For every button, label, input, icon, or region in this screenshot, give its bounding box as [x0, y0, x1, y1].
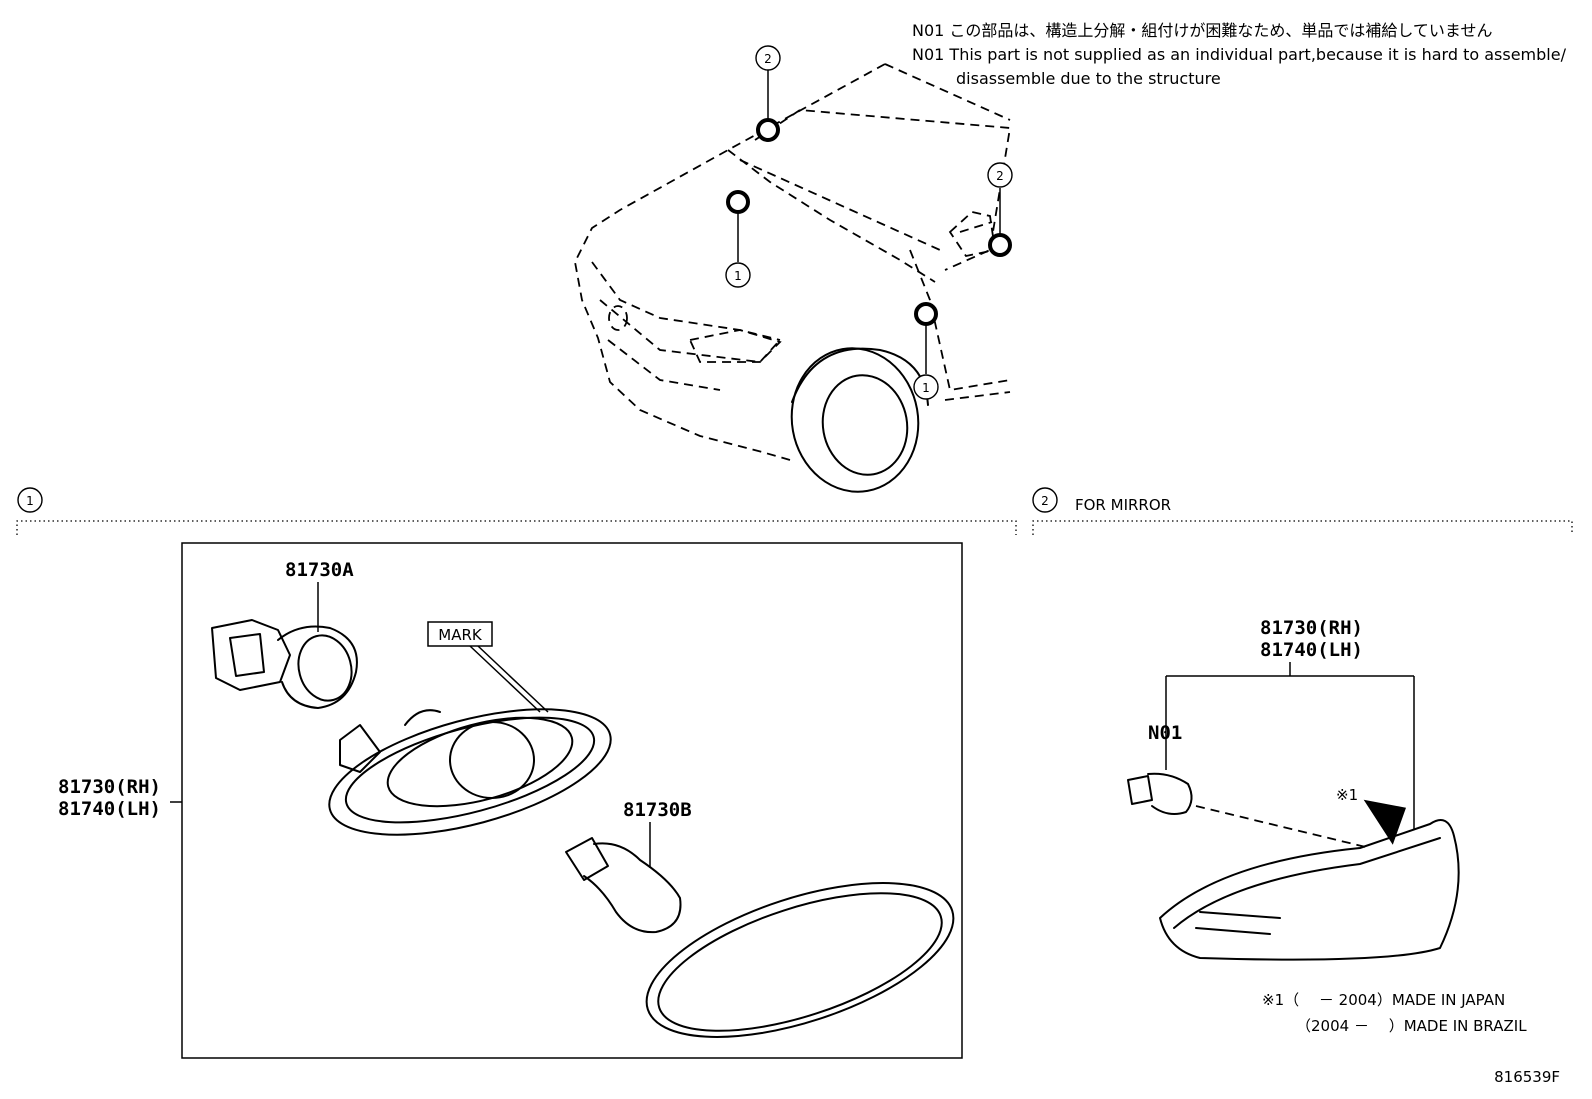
figure-id: 816539F: [1494, 1068, 1560, 1086]
badge-2-right: 2: [987, 162, 1013, 188]
section2-title: FOR MIRROR: [1075, 496, 1171, 514]
section1-frame: [181, 542, 963, 1059]
mirror-turn-lamp-drawing: [1159, 819, 1460, 961]
made-in-japan-note: ※1（ － 2004）MADE IN JAPAN: [1262, 991, 1505, 1009]
mark-label-box: [427, 621, 493, 647]
socket-drawing: [211, 619, 358, 709]
socket-part-label: 81730A: [285, 559, 354, 581]
bulb-part-label: 81730B: [623, 799, 692, 821]
badge-1-left: 1: [725, 262, 751, 288]
note-n01-english-line2: disassemble due to the structure: [956, 69, 1221, 88]
made-in-brazil-note: （2004 － ）MADE IN BRAZIL: [1296, 1017, 1527, 1035]
svg-text:1: 1: [922, 381, 930, 395]
section2-assy-lh-label: 81740(LH): [1260, 639, 1363, 661]
mirror-bulb-drawing: [1127, 772, 1193, 815]
section2-index: 2: [1032, 487, 1058, 513]
ref-arrow-icon: [1363, 799, 1407, 845]
section1-assy-rh-label: 81730(RH): [58, 776, 161, 798]
section1-assy-lh-label: 81740(LH): [58, 798, 161, 820]
callout-marker-side-right: [914, 302, 938, 326]
badge-1-right: 1: [913, 374, 939, 400]
note-n01-english-line1: N01 This part is not supplied as an indi…: [912, 45, 1567, 64]
bulb-drawing: [565, 837, 682, 934]
mark-label: MARK: [438, 626, 483, 644]
svg-text:2: 2: [1041, 494, 1049, 508]
svg-text:1: 1: [26, 494, 34, 508]
mirror-ref-mark: ※1: [1336, 786, 1358, 804]
mirror-bulb-label: N01: [1148, 722, 1182, 744]
callout-marker-side-left: [726, 190, 750, 214]
section2-assy-rh-label: 81730(RH): [1260, 617, 1363, 639]
note-n01-japanese: N01 この部品は、構造上分解・組付けが困難なため、単品では補給していません: [912, 21, 1492, 40]
svg-text:2: 2: [996, 169, 1004, 183]
side-lamp-housing-drawing: [328, 708, 612, 836]
section1-bracket: [16, 520, 1017, 535]
svg-text:1: 1: [734, 269, 742, 283]
side-lamp-lens-drawing: [645, 882, 955, 1038]
badge-2-top: 2: [755, 45, 781, 71]
vehicle-overview: [574, 63, 1012, 493]
svg-text:2: 2: [764, 52, 772, 66]
callout-marker-mirror-right: [988, 233, 1012, 257]
callout-marker-mirror-left: [756, 118, 780, 142]
section1-index: 1: [17, 487, 43, 513]
section2-bracket: [1032, 520, 1573, 535]
